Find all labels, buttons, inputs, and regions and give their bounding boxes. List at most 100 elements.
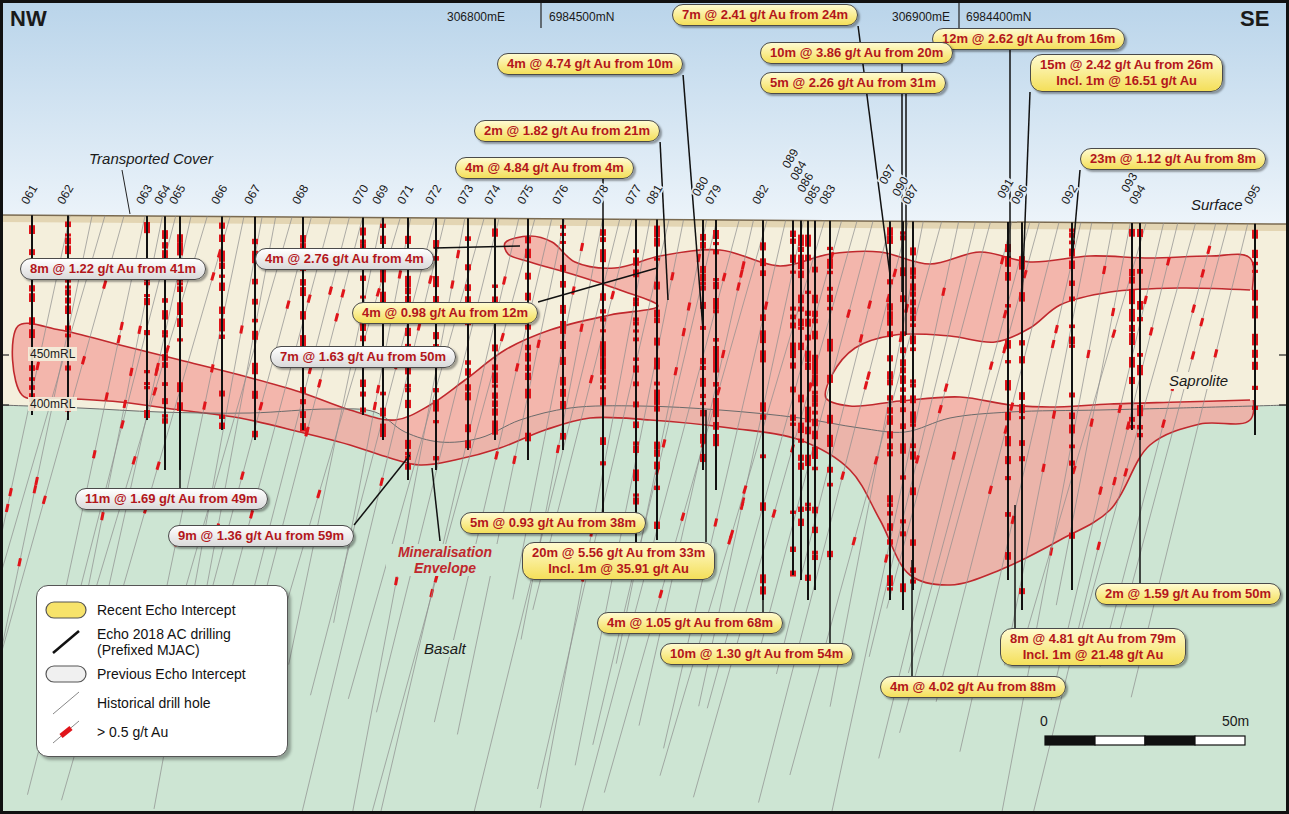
leader-line (683, 75, 703, 330)
au-interval (377, 385, 379, 393)
section-label: SE (1240, 6, 1269, 32)
ac-drill-hole (807, 221, 809, 600)
legend-row: Previous Echo Intercept (43, 661, 281, 687)
historical-hole (759, 221, 909, 802)
au-interval (1113, 330, 1115, 338)
au-interval (1145, 296, 1147, 304)
au-interval (773, 510, 775, 518)
au-interval (204, 402, 206, 410)
leader-line (660, 142, 668, 300)
intercept-callout: 4m @ 4.02 g/t Au from 88m (880, 676, 1066, 698)
au-interval (118, 335, 120, 343)
leader-lines (68, 26, 1140, 676)
section-label: Basalt (421, 640, 469, 657)
au-interval (496, 451, 498, 459)
legend-swatch (43, 597, 89, 623)
historical-hole (1002, 223, 1113, 812)
au-interval (329, 287, 331, 295)
legend-swatch (43, 629, 89, 655)
section-label: Transported Cover (86, 150, 216, 167)
au-interval (503, 277, 505, 285)
au-interval (1150, 327, 1152, 335)
intercept-text: 4m @ 4.02 g/t Au from 88m (890, 679, 1056, 695)
au-interval (660, 590, 662, 598)
au-interval (121, 322, 123, 330)
au-interval (139, 326, 141, 334)
au-interval (1024, 270, 1026, 278)
au-interval (452, 280, 454, 288)
historical-hole (616, 220, 706, 664)
au-interval (287, 301, 289, 309)
intercept-callout: 2m @ 1.82 g/t Au from 21m (474, 120, 660, 142)
ac-drill-hole (814, 221, 816, 590)
historical-hole (1056, 223, 1130, 605)
au-interval (683, 328, 685, 336)
ac-drill-hole (467, 218, 469, 450)
au-interval (457, 250, 459, 258)
intercept-callout: 7m @ 1.63 g/t Au from 50m (270, 346, 456, 368)
ac-drill-hole (221, 217, 223, 430)
au-interval (43, 496, 45, 504)
intercept-text: 10m @ 3.86 g/t Au from 20m (770, 45, 943, 61)
au-interval (1012, 516, 1014, 524)
intercept-callout: 4m @ 0.98 g/t Au from 12m (352, 302, 538, 324)
scale-segment (1195, 736, 1245, 745)
au-interval (319, 379, 321, 387)
au-interval (1043, 464, 1045, 472)
leader-line (762, 480, 764, 612)
au-interval (1001, 256, 1003, 264)
legend-box: Recent Echo InterceptEcho 2018 AC drilli… (36, 585, 288, 757)
ac-drill-hole (889, 221, 891, 600)
legend-text: Historical drill hole (97, 695, 211, 711)
au-interval (306, 427, 308, 435)
au-interval (157, 462, 159, 470)
au-interval (336, 313, 338, 321)
ac-drill-hole (1007, 222, 1009, 580)
historical-hole (1131, 224, 1248, 698)
section-label: 6984500mN (549, 10, 614, 24)
au-interval (429, 276, 431, 284)
au-interval (809, 383, 811, 391)
au-interval (581, 324, 583, 332)
intercept-callout: 5m @ 0.93 g/t Au from 38m (460, 512, 646, 534)
au-interval (102, 512, 104, 520)
historical-hole (776, 221, 890, 674)
au-interval (156, 368, 158, 376)
intercept-callout: 4m @ 1.05 g/t Au from 68m (597, 612, 783, 634)
ac-drill-hole (164, 216, 166, 470)
intercept-text: 2m @ 1.82 g/t Au from 21m (484, 123, 650, 139)
section-label: 400mRL (28, 397, 77, 411)
leader-line (1009, 50, 1011, 258)
intercept-text: 4m @ 2.76 g/t Au from 4m (265, 251, 424, 267)
au-interval (1004, 310, 1006, 318)
ac-drill-hole (635, 219, 637, 545)
au-interval (742, 261, 744, 269)
au-interval (1167, 257, 1169, 265)
au-interval (241, 472, 243, 480)
legend-text: > 0.5 g/t Au (97, 724, 168, 740)
au-interval (573, 287, 575, 295)
transported-cover-band (0, 215, 1289, 231)
au-interval (1011, 403, 1013, 411)
intercept-callout: 10m @ 1.30 g/t Au from 54m (660, 643, 853, 665)
historical-hole (1005, 223, 1092, 666)
au-interval (717, 387, 719, 395)
scale-segment (1045, 736, 1095, 745)
historical-hole (664, 220, 786, 748)
au-interval (1052, 340, 1054, 348)
intercept-callout: 11m @ 1.69 g/t Au from 49m (75, 488, 268, 510)
au-interval (395, 577, 397, 585)
au-interval (93, 450, 95, 458)
leader-line (67, 280, 69, 345)
historical-hole (604, 220, 767, 792)
au-interval (1114, 477, 1116, 485)
section-label: Saprolite (1166, 372, 1231, 389)
au-interval (381, 478, 383, 486)
section-label: 306800mE (447, 10, 505, 24)
leader-line (122, 170, 130, 214)
scale-bar (1045, 736, 1245, 745)
au-interval (37, 362, 39, 370)
intercept-text: 5m @ 2.26 g/t Au from 31m (770, 75, 936, 91)
